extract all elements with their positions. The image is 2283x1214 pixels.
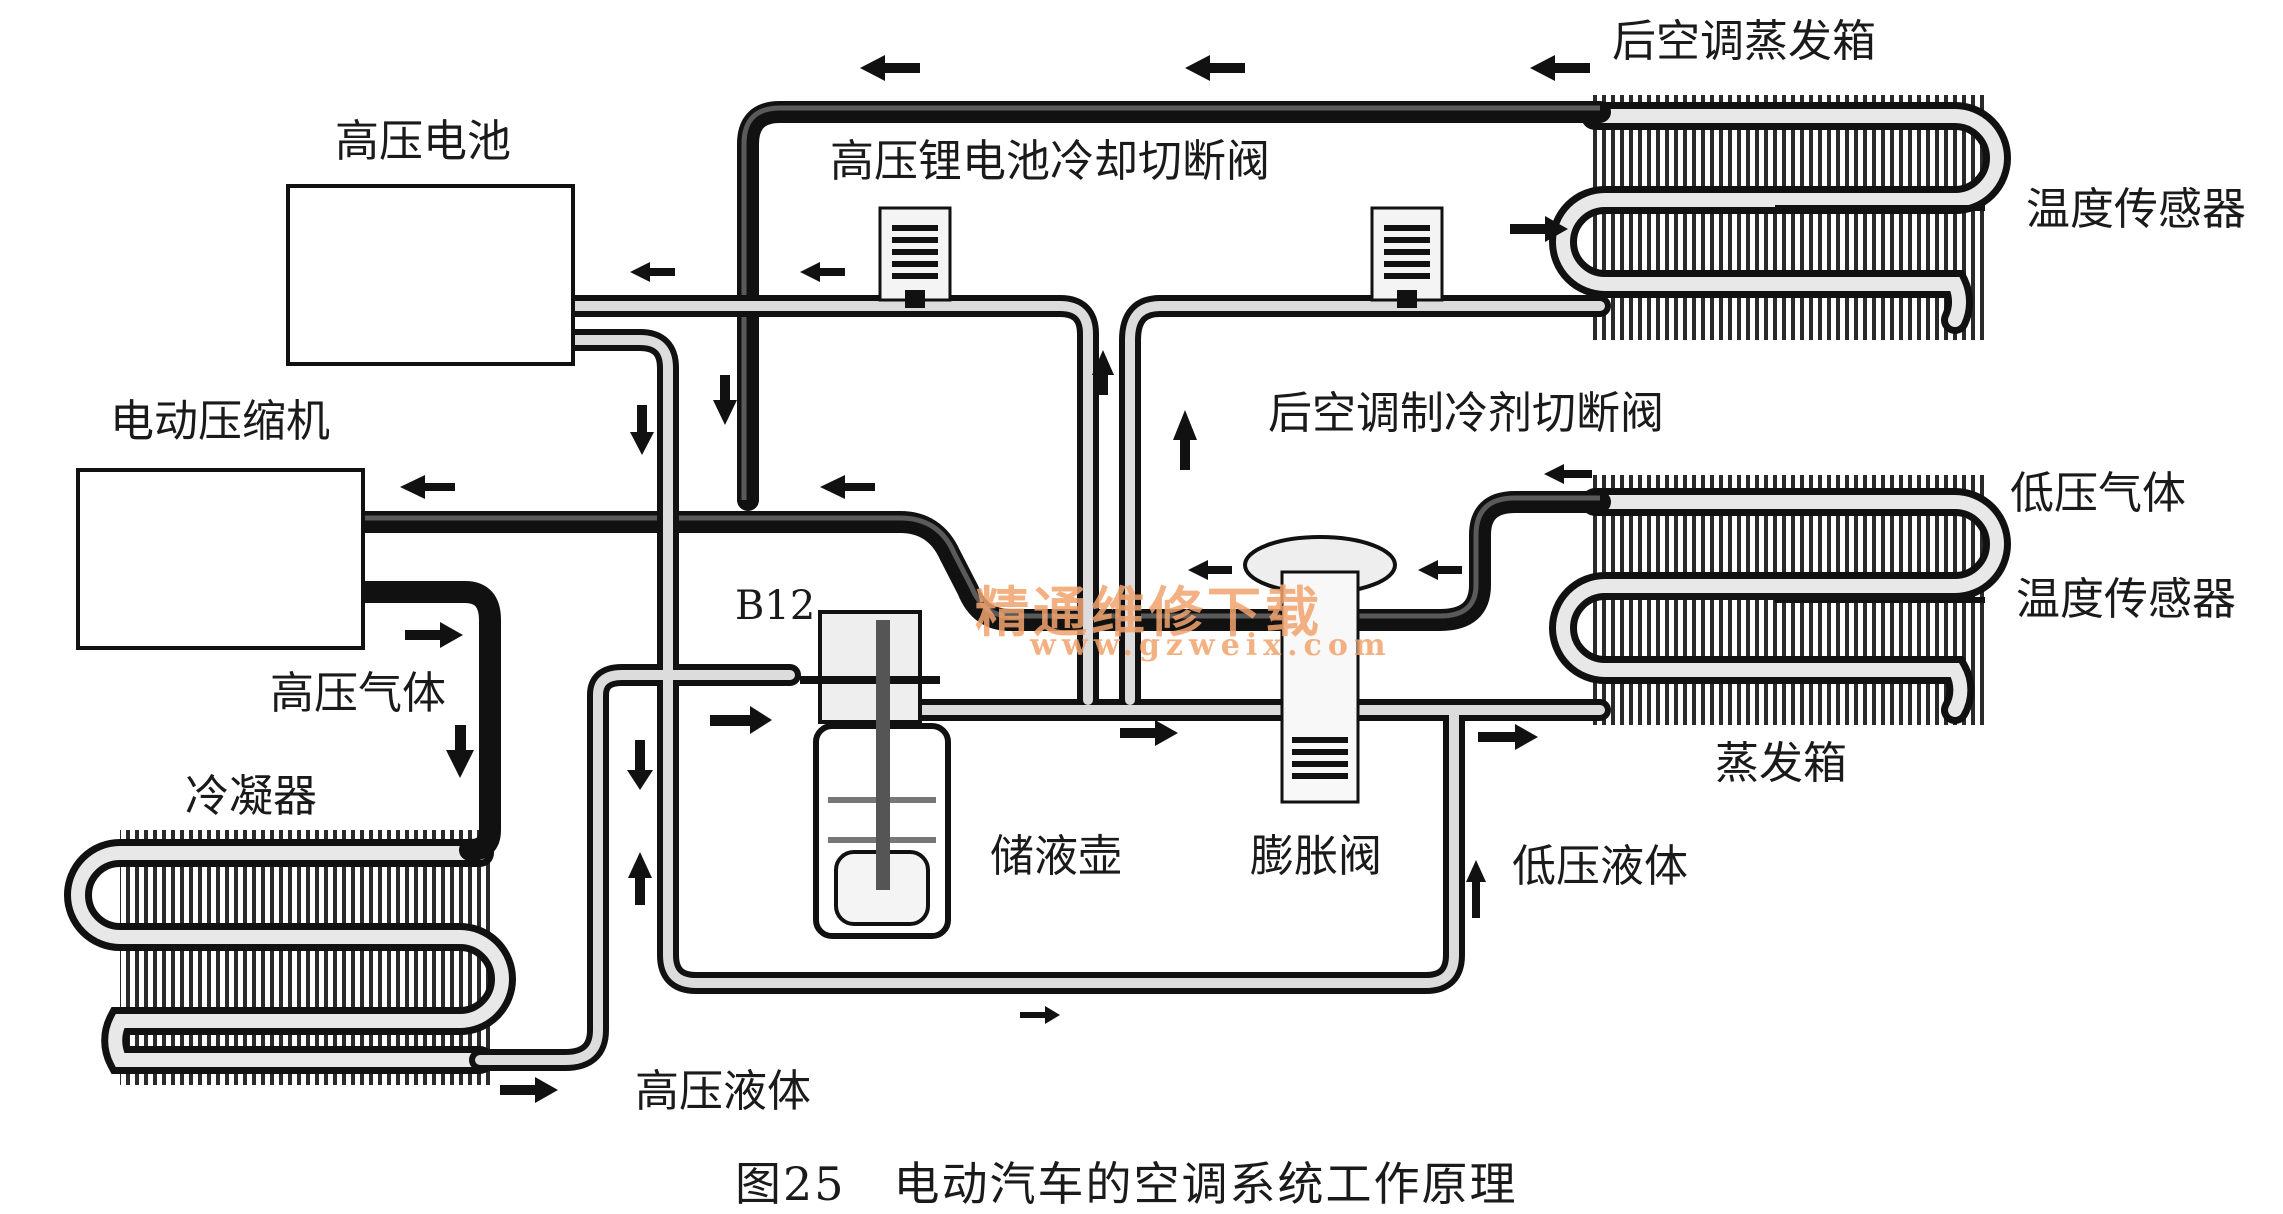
b12-label: B12 [735,583,816,629]
condenser-label: 冷凝器 [185,771,317,822]
flow-arrows [400,55,1592,1103]
low-pressure-gas-label: 低压气体 [2010,468,2186,519]
high-pressure-liquid-label: 高压液体 [635,1066,811,1117]
expansion-valve-label: 膨胀阀 [1250,831,1382,882]
rear-shutoff-valve [1370,206,1444,308]
low-pressure-gas-pipes [349,101,1611,861]
condenser-coil [64,839,516,1074]
rear-evaporator-fins [1590,95,1985,340]
condenser-fins [120,830,490,1085]
liquid-pipes [469,295,1611,1071]
battery-box [286,184,575,366]
figure-caption: 图25 电动汽车的空调系统工作原理 [735,1157,1518,1211]
battery-label: 高压电池 [335,116,511,167]
high-pressure-gas-label: 高压气体 [270,668,446,719]
evaporator-coil [1549,488,2011,724]
low-pressure-gas-pipe-highlight [360,105,1600,619]
rear-evaporator-coil [1549,102,2011,334]
receiver-drier [800,610,951,939]
compressor-label: 电动压缩机 [110,396,330,447]
watermark-url: www.gzweix.com [1030,628,1392,663]
evaporator-label: 蒸发箱 [1715,738,1847,789]
watermark-main: 精通维修下载 [975,580,1323,644]
rear-shutoff-valve-label: 后空调制冷剂切断阀 [1268,388,1664,439]
receiver-drier-label: 储液壶 [990,831,1122,882]
temp-sensor-lower-label: 温度传感器 [2016,574,2236,625]
battery-shutoff-valve-label: 高压锂电池冷却切断阀 [830,136,1270,187]
temp-sensor-upper-label: 温度传感器 [2026,184,2246,235]
battery-shutoff-valve [878,206,952,308]
expansion-valve [1243,535,1397,804]
low-pressure-liquid-label: 低压液体 [1512,841,1688,892]
compressor-box [76,468,365,650]
rear-evaporator-label: 后空调蒸发箱 [1612,16,1876,67]
